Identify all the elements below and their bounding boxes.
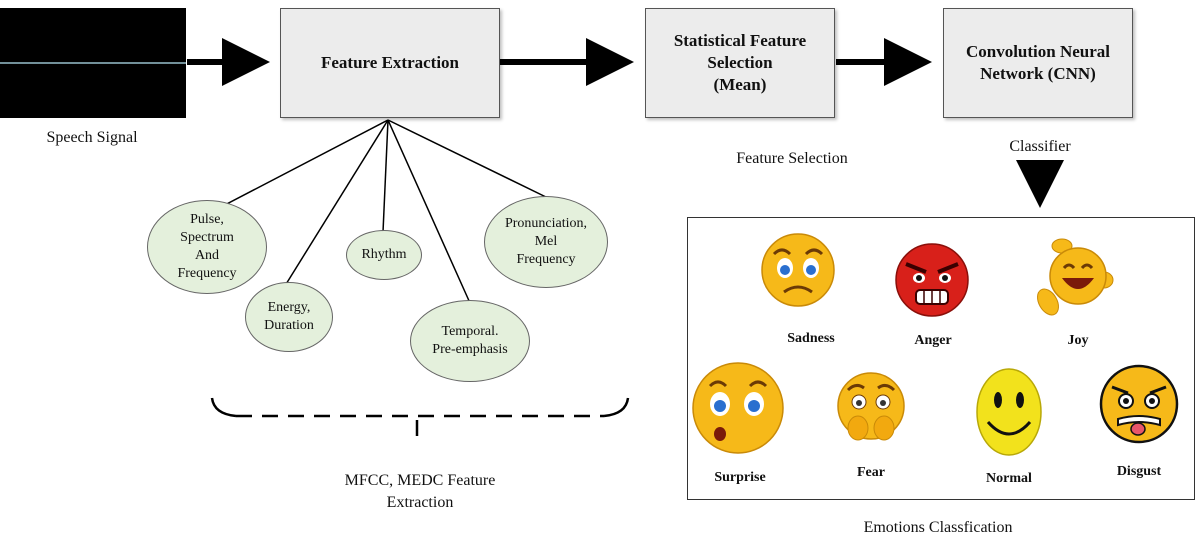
classifier-caption: Classifier (1009, 138, 1071, 155)
feature-oval-pulse: Pulse, Spectrum And Frequency (147, 200, 267, 294)
anger-emoji-icon (895, 243, 969, 317)
waveform-icon (0, 13, 186, 113)
disgust-emoji-icon (1099, 364, 1179, 444)
emotion-label-normal: Normal (986, 471, 1032, 486)
statistical-feature-selection-box: Statistical Feature Selection (Mean) (645, 8, 835, 118)
mfcc-brace (210, 397, 630, 436)
feature-oval-temporal: Temporal. Pre-emphasis (410, 300, 530, 382)
speech-signal-label: Speech Signal (46, 129, 138, 146)
speech-signal-image (0, 8, 186, 118)
emotion-label-disgust: Disgust (1116, 464, 1162, 479)
cnn-box: Convolution Neural Network (CNN) (943, 8, 1133, 118)
fear-emoji-icon (837, 372, 905, 441)
emotion-label-fear: Fear (857, 465, 885, 480)
mfcc-medc-caption: MFCC, MEDC Feature Extraction (344, 472, 496, 511)
sadness-emoji-icon (761, 233, 835, 307)
feature-oval-pronunciation: Pronunciation, Mel Frequency (484, 196, 608, 288)
feature-selection-caption: Feature Selection (736, 150, 848, 167)
joy-emoji-icon (1037, 238, 1114, 316)
feature-oval-energy: Energy, Duration (245, 282, 333, 352)
emotions-classification-caption: Emotions Classfication (863, 519, 1013, 536)
normal-emoji-icon (976, 368, 1042, 456)
surprise-emoji-icon (692, 362, 784, 454)
emotion-label-sadness: Sadness (787, 331, 835, 346)
emotion-label-joy: Joy (1067, 333, 1089, 348)
feature-oval-rhythm: Rhythm (346, 230, 422, 280)
emotion-label-anger: Anger (914, 333, 952, 348)
emotion-label-surprise: Surprise (714, 470, 766, 485)
feature-tree-lines (195, 119, 549, 304)
feature-extraction-box: Feature Extraction (280, 8, 500, 118)
emotions-panel: Sadness Anger Joy Surprise (687, 217, 1195, 500)
